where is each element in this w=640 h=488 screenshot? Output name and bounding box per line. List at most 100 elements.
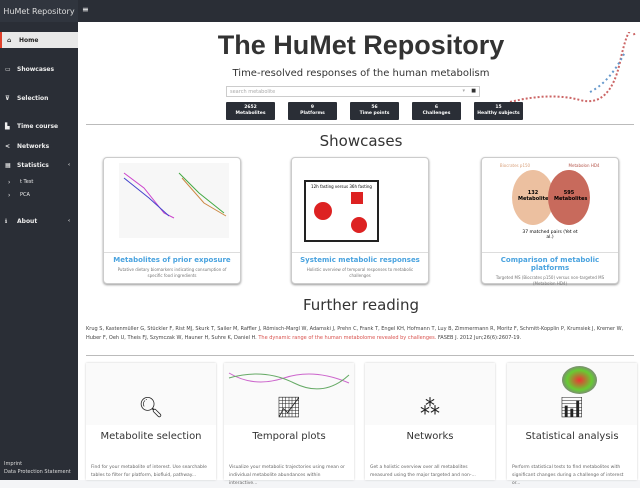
feature-title: Temporal plots [252,431,326,442]
label: Networks [17,142,50,150]
network-image: 12h fasting versus 36h fasting [292,158,428,253]
stat-value: 2652 [244,105,257,110]
page-subtitle: Time-resolved responses of the human met… [232,68,490,79]
stat-label: Platforms [300,111,325,116]
trajectory-plot-image [104,158,240,253]
stat-value: 9 [310,105,315,110]
app-title: HuMet Repository [0,0,78,22]
share-icon: < [5,142,11,150]
citation: Krug S, Kastenmüller G, Stückler F, Rist… [86,325,634,343]
hamburger-icon[interactable]: ≡ [82,5,89,14]
filter-icon: ⊽ [5,94,10,102]
feature-image: 🔍︎ [86,363,216,425]
venn-diagram: Biocrates p150 Metabolon HD4 132 Metabol… [482,158,618,253]
card-desc: Putative dietary biomarkers indicating c… [117,267,227,278]
label: t Test [20,179,34,185]
citation-link[interactable]: The dynamic range of the human metabolom… [258,335,437,341]
stat-value: 6 [434,105,439,110]
molecule-decoration [509,32,636,103]
feature-title: Statistical analysis [525,431,619,442]
card-title: Comparison of metabolic platforms [500,256,600,272]
feature-image: 📈︎ [224,363,354,425]
feature-image: ⁂ [365,363,495,425]
label: Showcases [17,65,55,73]
sidebar-item-statistics[interactable]: ▦ Statistics ‹ [0,157,78,173]
divider [86,124,634,125]
showcases-heading: Showcases [319,132,403,150]
card-desc: Targeted MS (Biocrates p150) versus non-… [495,275,605,286]
main-content: The HuMet Repository Time-resolved respo… [78,22,640,486]
stat-label: Metabolites [235,111,266,116]
angle-icon: › [8,178,11,186]
feature-title: Metabolite selection [100,431,202,442]
venn-right-label: Metabolon HD4 [568,163,600,168]
sidebar-item-networks[interactable]: < Networks [0,138,78,154]
table-icon: ▦ [5,161,11,169]
feature-desc: Find for your metabolite of interest. Us… [91,465,207,478]
search-input[interactable]: search metabolite▾■ [226,86,480,97]
chevron-left-icon: ‹ [67,218,70,224]
chevron-left-icon: ‹ [67,162,70,168]
feature-desc: Visualize your metabolic trajectories us… [229,465,345,486]
feature-title: Networks [406,431,454,442]
top-bar: ≡ [78,0,640,22]
inset-label: 12h fasting versus 36h fasting [311,184,372,189]
showcase-card-prior-exposure[interactable]: Metabolites of prior exposure Putative d… [103,157,241,284]
card-title: Systemic metabolic responses [300,256,420,264]
chart-area-icon: ▙ [5,122,10,130]
folder-icon[interactable]: ■ [471,88,476,94]
divider [86,355,634,356]
showcase-card-platforms[interactable]: Biocrates p150 Metabolon HD4 132 Metabol… [481,157,619,286]
stat-label: Healthy subjects [477,111,520,116]
chevron-down-icon[interactable]: ▾ [462,88,465,94]
citation-journal: FASEB J. 2012 Jun;26(6):2607-19. [437,335,522,341]
network-icon: ⁂ [420,395,440,419]
sidebar-item-ttest[interactable]: › t Test [0,177,78,187]
bar-chart-icon: 📊︎ [559,395,585,419]
citation-authors: Krug S, Kastenmüller G, Stückler F, Rist… [86,326,624,341]
imprint-link[interactable]: Imprint [4,461,23,467]
venn-right: 595 Metabolites [548,170,590,225]
angle-icon: › [8,191,11,199]
page-title: The HuMet Repository [217,30,505,60]
venn-note: 37 matched pairs (Yet et al.) [522,230,578,240]
monitor-icon: ▭ [5,65,11,73]
venn-left: 132 Metabolites [512,170,554,225]
venn-left-label: Biocrates p150 [499,163,531,168]
data-protection-link[interactable]: Data Protection Statement [4,469,71,475]
sidebar-item-showcases[interactable]: ▭ Showcases [0,61,78,77]
stat-label: Time points [359,111,390,116]
sidebar: HuMet Repository ⌂ Home ▭ Showcases ⊽ Selec… [0,0,78,480]
showcase-card-systemic[interactable]: 12h fasting versus 36h fasting Systemic … [291,157,429,284]
sidebar-item-pca[interactable]: › PCA [0,190,78,200]
home-icon: ⌂ [7,36,12,44]
further-reading-heading: Further reading [302,296,419,314]
search-icon: 🔍︎ [138,395,164,419]
label: Home [19,36,39,44]
card-desc: Holistic overview of temporal responses … [306,267,414,278]
label: PCA [20,192,30,198]
sidebar-item-time-course[interactable]: ▙ Time course [0,118,78,134]
feature-image: 📊︎ [507,363,637,425]
label: Selection [17,94,49,102]
label: Time course [17,122,59,130]
label: Statistics [17,161,49,169]
feature-desc: Perform statistical tests to find metabo… [512,465,624,486]
card-title: Metabolites of prior exposure [113,256,231,264]
stat-value: 56 [371,105,378,110]
line-chart-icon: 📈︎ [276,395,302,419]
sidebar-item-home[interactable]: ⌂ Home [0,32,78,48]
label: About [17,217,38,225]
sidebar-item-selection[interactable]: ⊽ Selection [0,90,78,106]
